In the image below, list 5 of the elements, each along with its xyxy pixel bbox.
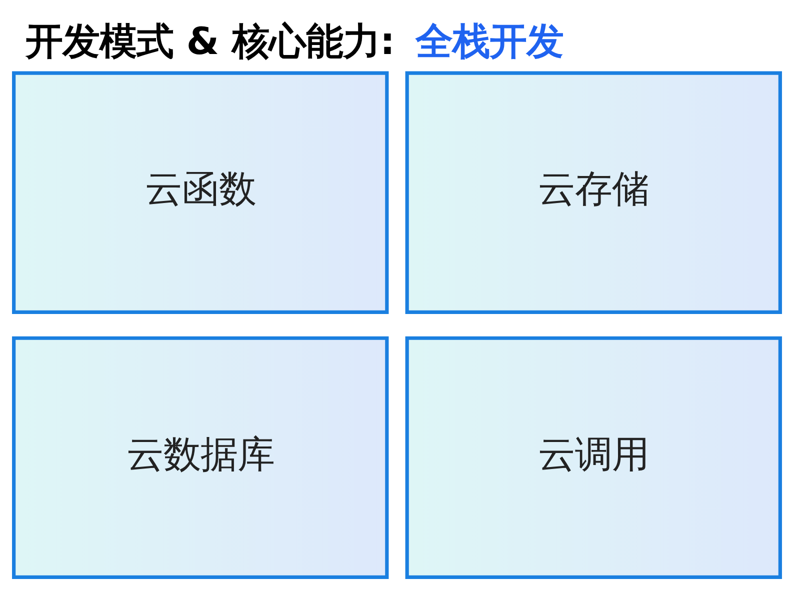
diagram-title: 开发模式 & 核心能力: 全栈开发 (25, 18, 564, 63)
node-box: 云函数 (12, 70, 389, 314)
node-box: 云存储 (405, 70, 782, 314)
node-box: 云调用 (405, 336, 782, 579)
node-box: 云数据库 (12, 336, 389, 579)
